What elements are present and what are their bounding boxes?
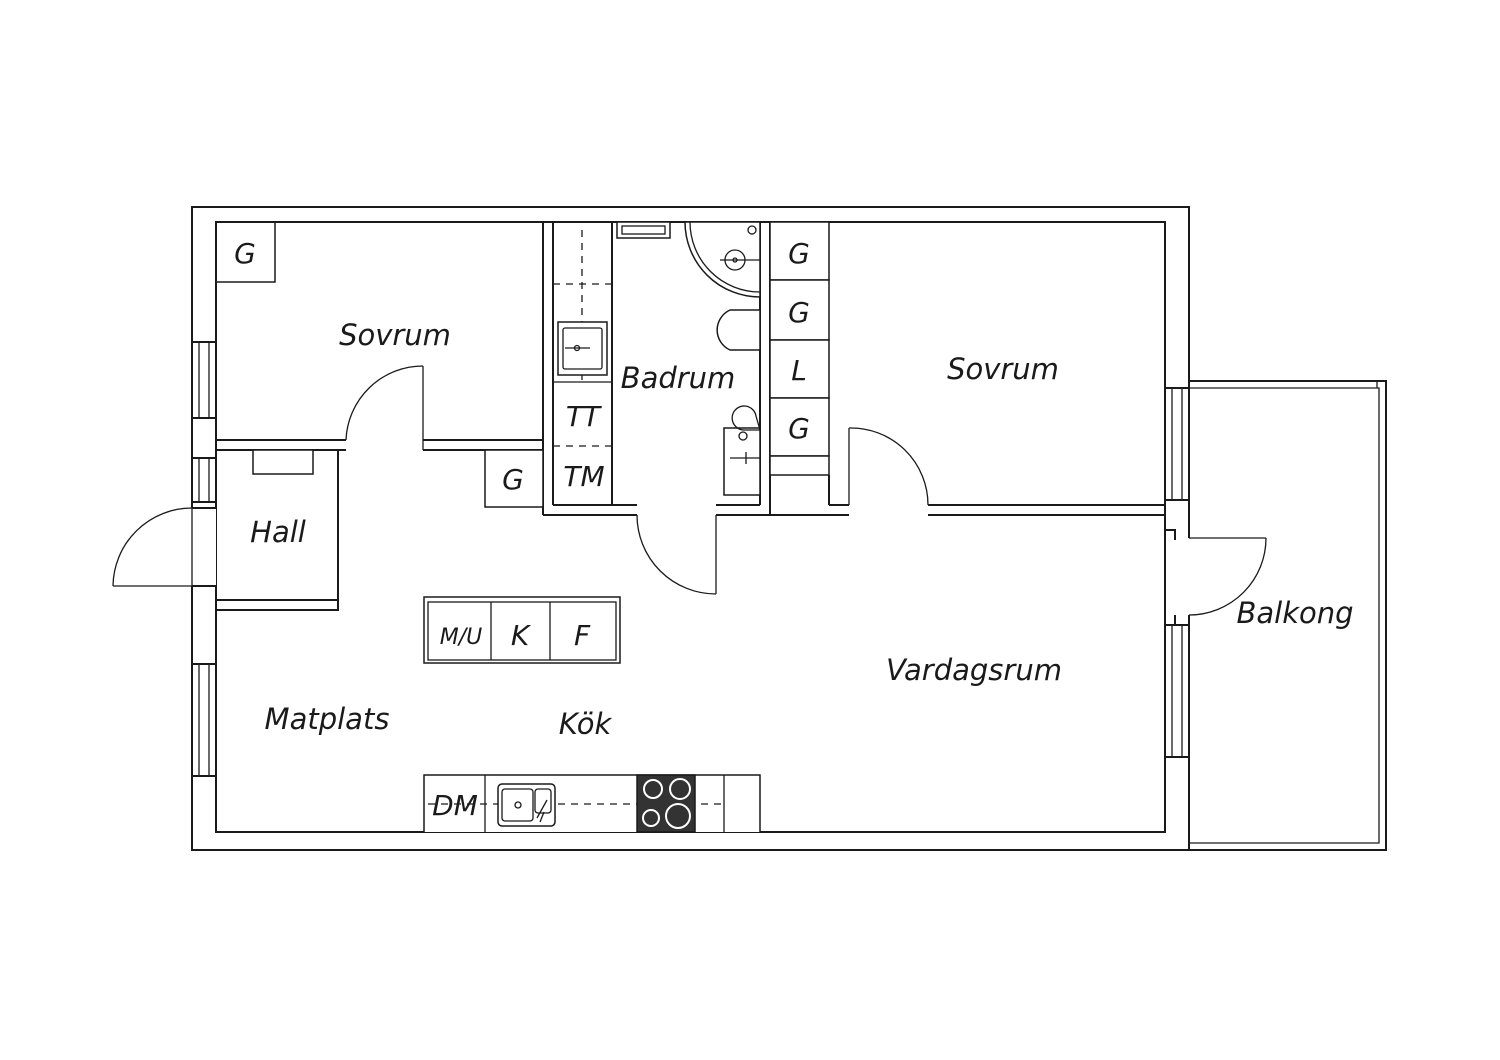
- dining-label: Matplats: [265, 702, 390, 736]
- living-room-label: Vardagsrum: [886, 653, 1062, 687]
- toilet: [716, 309, 761, 351]
- kitchen-label: Kök: [559, 707, 613, 741]
- washing-machine-code: TM: [563, 460, 604, 493]
- hall-label: Hall: [250, 515, 306, 549]
- dishwasher-code: DM: [432, 789, 478, 822]
- bathroom-door[interactable]: [636, 514, 717, 595]
- microwave-oven-code: M/U: [440, 625, 483, 650]
- outer-walls: [191, 206, 1190, 851]
- laundry-column: [553, 222, 613, 505]
- kitchen-island: [423, 596, 621, 664]
- bedroom-1-label: Sovrum: [339, 318, 451, 352]
- kitchen-sink: [497, 783, 556, 827]
- linen-closet-code: L: [791, 354, 807, 387]
- bathroom-label: Badrum: [621, 361, 736, 395]
- closet-code: G: [788, 237, 810, 270]
- balcony: [1189, 380, 1387, 851]
- shower: [684, 221, 761, 298]
- utility-sink: [557, 321, 608, 376]
- closet-code: G: [788, 296, 810, 329]
- hall-shelf: [252, 449, 339, 600]
- bedroom-2-closets: [769, 221, 830, 476]
- closet-code: G: [234, 237, 256, 270]
- closet-code: G: [788, 412, 810, 445]
- tumble-dryer-code: TT: [566, 400, 602, 433]
- freezer-code: F: [574, 619, 591, 652]
- bedroom-1-closet: [216, 222, 276, 283]
- closet-code: G: [502, 463, 524, 496]
- balcony-door[interactable]: [1186, 537, 1267, 616]
- bedroom-1-door[interactable]: [345, 365, 424, 450]
- balcony-label: Balkong: [1236, 596, 1353, 630]
- hall-closet: [484, 449, 544, 508]
- bedroom-2-label: Sovrum: [947, 352, 1059, 386]
- washbasin: [723, 405, 761, 496]
- stove: [636, 774, 696, 833]
- bedroom-2-door[interactable]: [848, 427, 929, 506]
- fridge-code: K: [511, 619, 532, 652]
- entrance-door[interactable]: [112, 500, 216, 596]
- windows: [191, 341, 1190, 777]
- bathroom-cabinet: [616, 221, 671, 239]
